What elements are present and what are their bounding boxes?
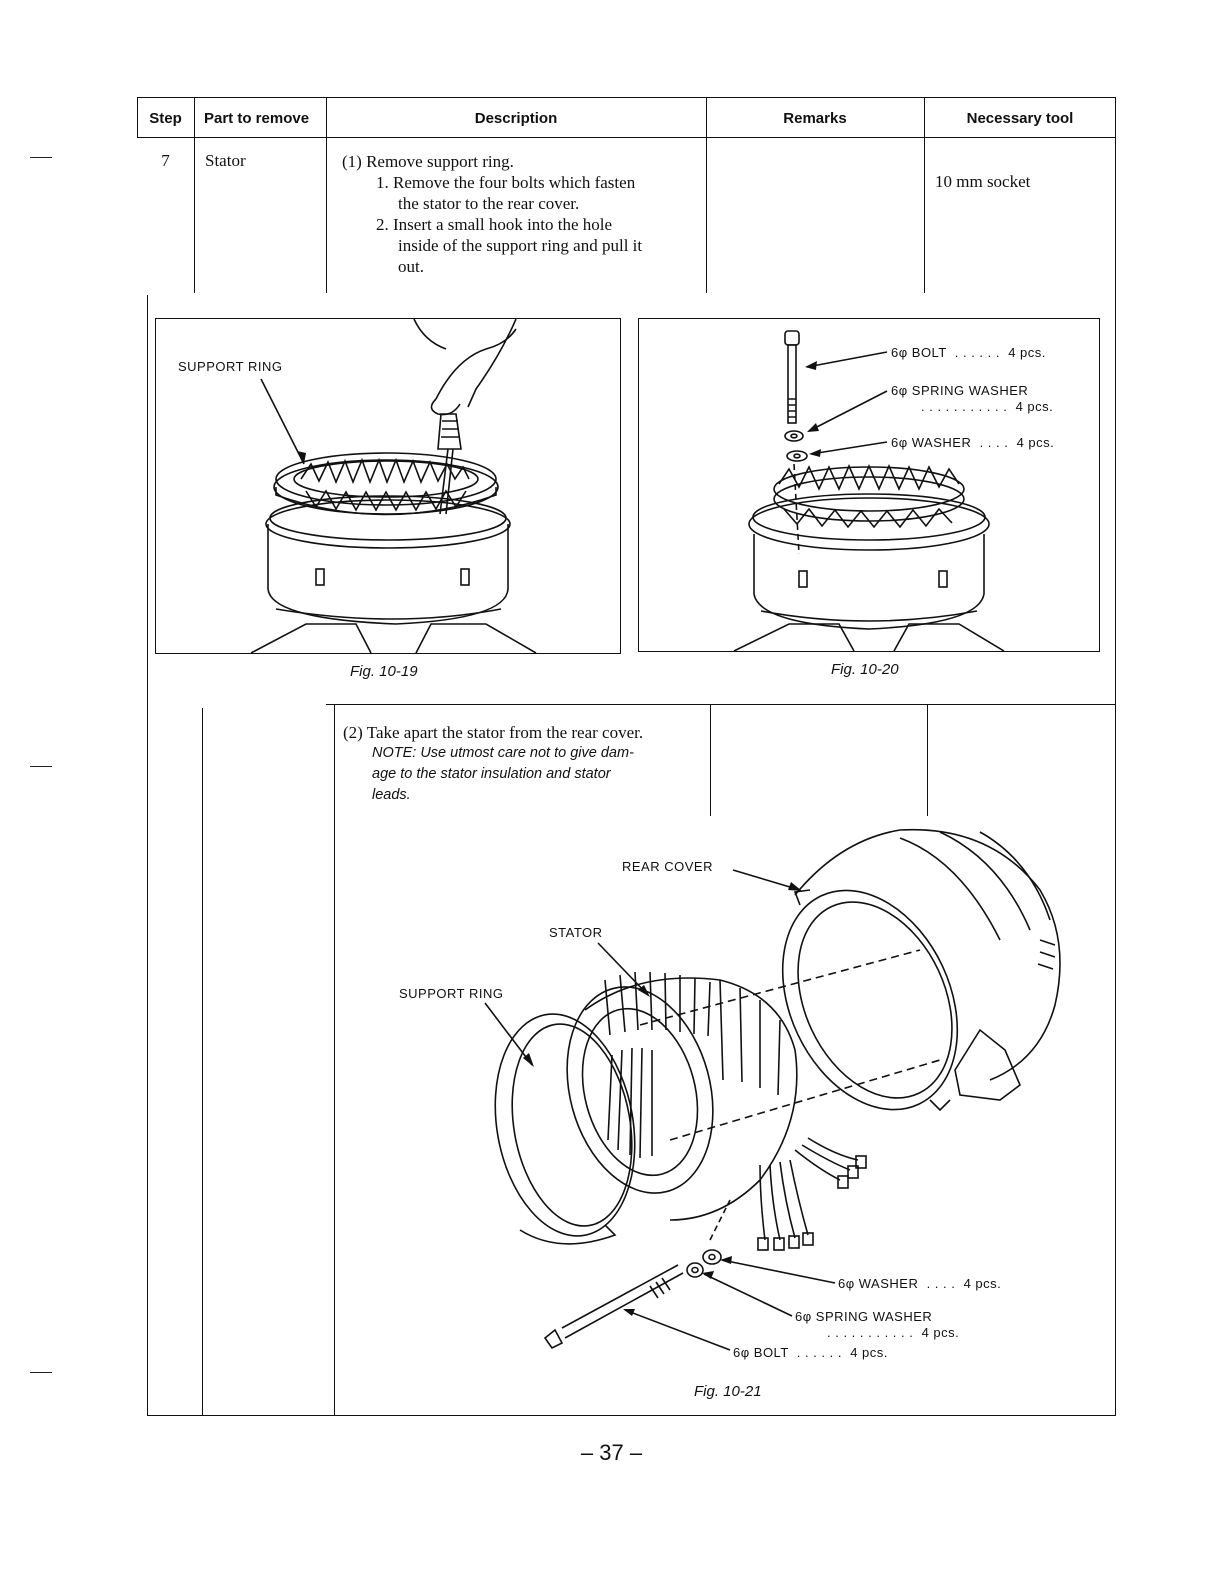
margin-mark — [30, 766, 52, 767]
header-bottom-border — [137, 137, 1116, 138]
label-washer: 6φ WASHER . . . . 4 pcs. — [838, 1276, 1002, 1291]
col-sep-step-2 — [202, 708, 203, 1416]
caption-fig-10-20: Fig. 10-20 — [831, 661, 899, 678]
substep-1: (1) Remove support ring. 1. Remove the f… — [342, 151, 702, 277]
caption-fig-10-19: Fig. 10-19 — [350, 663, 418, 680]
figure-10-19: SUPPORT RING — [155, 318, 621, 654]
substep-2-heading: (2) Take apart the stator from the rear … — [343, 723, 644, 742]
figure-10-21: REAR COVER STATOR SUPPORT RING 6φ WASHER… — [340, 820, 1110, 1410]
stator-exploded-view-illustration — [484, 828, 1061, 1351]
label-support-ring: SUPPORT RING — [178, 359, 283, 374]
label-spring-washer: 6φ SPRING WASHER — [891, 383, 1029, 398]
support-ring-removal-illustration — [250, 319, 537, 653]
col-sep-remarks-2 — [927, 704, 928, 816]
label-spring-washer: 6φ SPRING WASHER — [795, 1309, 933, 1324]
label-support-ring: SUPPORT RING — [399, 986, 504, 1001]
header-tool: Necessary tool — [966, 110, 1074, 127]
header-part: Part to remove — [204, 110, 310, 127]
substep-2-note: NOTE: Use utmost care not to give dam- a… — [343, 743, 707, 806]
margin-mark — [30, 1372, 52, 1373]
table-top-border — [137, 97, 1116, 98]
note-line: age to the stator insulation and stator — [372, 766, 611, 782]
label-bolt: 6φ BOLT . . . . . . 4 pcs. — [733, 1345, 888, 1360]
substep-1-line: 1. Remove the four bolts which fasten — [376, 173, 636, 192]
note-line: NOTE: Use utmost care not to give dam- — [372, 745, 634, 761]
table-left-border-lower — [147, 295, 148, 1416]
label-spring-washer-qty: . . . . . . . . . . . 4 pcs. — [827, 1325, 960, 1340]
header-description: Description — [474, 110, 558, 127]
substep-1-line: 2. Insert a small hook into the hole — [376, 215, 613, 234]
note-line: leads. — [372, 787, 411, 803]
figure-10-20: 6φ BOLT . . . . . . 4 pcs. 6φ SPRING WAS… — [638, 318, 1100, 652]
step-number: 7 — [161, 151, 170, 170]
col-sep-step — [194, 97, 195, 293]
page-number: – 37 – — [580, 1440, 643, 1465]
col-sep-desc-2 — [710, 704, 711, 816]
header-step: Step — [149, 110, 182, 127]
caption-fig-10-21: Fig. 10-21 — [694, 1383, 762, 1400]
section2-top-border — [326, 704, 1116, 705]
label-washer: 6φ WASHER . . . . 4 pcs. — [891, 435, 1055, 450]
table-right-border — [1115, 97, 1116, 1416]
substep-1-line: out. — [398, 257, 424, 276]
col-sep-part — [326, 97, 327, 293]
label-stator: STATOR — [549, 925, 603, 940]
margin-mark — [30, 157, 52, 158]
label-bolt: 6φ BOLT . . . . . . 4 pcs. — [891, 345, 1046, 360]
col-sep-remarks — [924, 97, 925, 293]
col-sep-part-2 — [334, 704, 335, 1416]
substep-1-line: the stator to the rear cover. — [398, 194, 580, 213]
substep-2: (2) Take apart the stator from the rear … — [343, 722, 707, 806]
table-left-border — [137, 97, 138, 138]
stator-bolt-illustration — [733, 330, 1005, 651]
header-remarks: Remarks — [783, 110, 847, 127]
label-rear-cover: REAR COVER — [622, 859, 713, 874]
table-bottom-border — [147, 1415, 1116, 1416]
label-spring-washer-qty: . . . . . . . . . . . 4 pcs. — [921, 399, 1054, 414]
col-sep-desc — [706, 97, 707, 293]
substep-1-line: inside of the support ring and pull it — [398, 236, 643, 255]
necessary-tool: 10 mm socket — [935, 172, 1031, 191]
substep-1-heading: (1) Remove support ring. — [342, 152, 514, 171]
part-name: Stator — [205, 151, 246, 170]
